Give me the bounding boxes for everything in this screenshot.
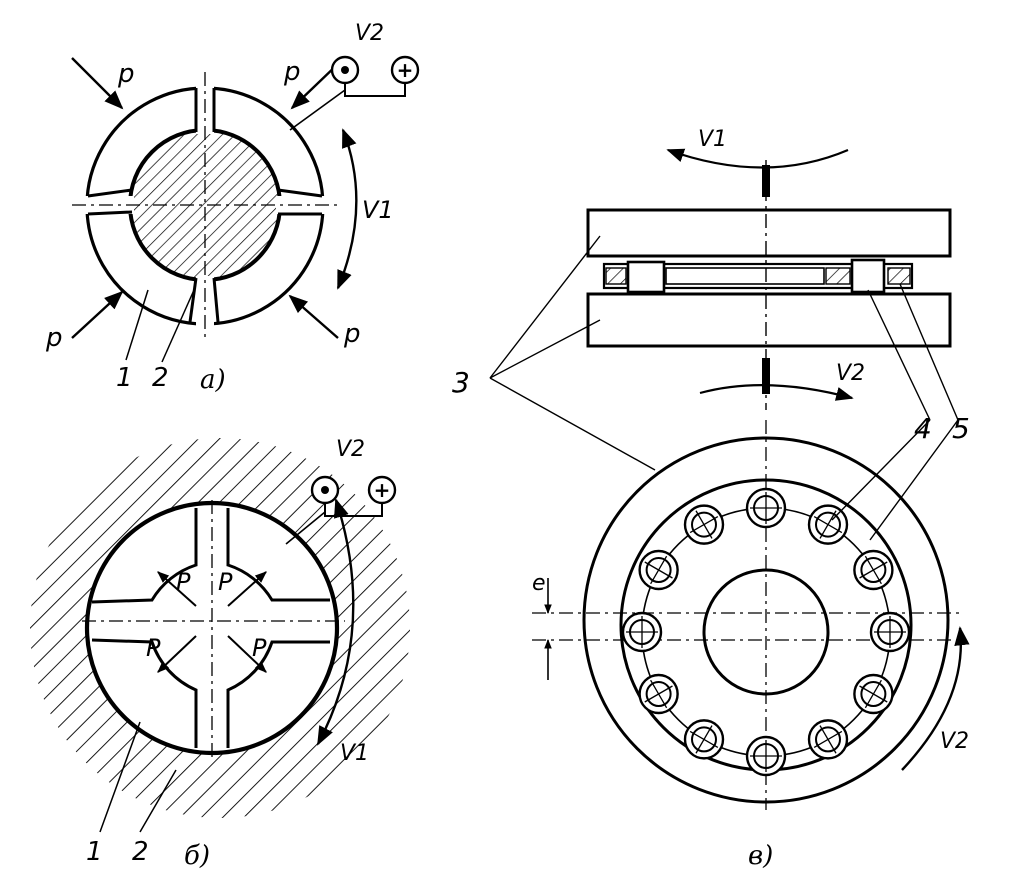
lower-lap-plate	[586, 292, 952, 348]
v1-label-a: V1	[362, 196, 394, 224]
pressure-label-a-tr: p	[283, 57, 301, 87]
workpiece-shaft-a	[128, 128, 282, 282]
caption-b: б)	[184, 841, 210, 871]
v2-label-a: V2	[355, 21, 384, 46]
workpiece	[853, 549, 894, 591]
v1-label-b: V1	[340, 741, 369, 766]
part-2-label-a: 2	[152, 363, 169, 393]
pressure-label-b-br: P	[252, 634, 267, 662]
workpiece	[683, 719, 725, 760]
part-2-label-b: 2	[132, 837, 149, 867]
workpiece	[683, 504, 725, 545]
caption-a: а)	[200, 365, 226, 395]
pressure-label-a-tl: p	[117, 59, 135, 89]
workpiece-ring	[621, 487, 911, 777]
pressure-label-a-bl: p	[45, 323, 63, 353]
part-5-label-c: 5	[952, 412, 970, 445]
workpiece	[853, 673, 894, 715]
part-3-label-c: 3	[452, 366, 470, 399]
workpiece	[869, 611, 911, 653]
part-1-label-b: 1	[86, 837, 103, 867]
v2-side-label-c: V2	[940, 729, 969, 754]
caption-c: в)	[748, 841, 773, 871]
figure-c: V1 V2 V2 3 4 5 e в)	[452, 127, 970, 871]
pressure-label-a-br: p	[343, 319, 361, 349]
pressure-label-b-bl: P	[146, 634, 161, 662]
workpiece	[807, 719, 849, 760]
part-4-label-c: 4	[914, 412, 932, 445]
part-1-label-a: 1	[116, 363, 133, 393]
workpiece	[638, 673, 679, 715]
workpiece	[638, 549, 679, 591]
pressure-label-b-tl: P	[176, 568, 191, 596]
figure-b: + P P P P V2 V1 1 2 б)	[30, 437, 410, 871]
v2-top-label-c: V2	[836, 361, 865, 386]
workpiece	[621, 611, 663, 653]
upper-lap-plate	[586, 208, 952, 258]
figure-a: + p p p p V2 V1 1 2 а)	[45, 21, 420, 395]
v1-label-c: V1	[698, 127, 727, 152]
plus-electrode-b: +	[374, 478, 391, 502]
v2-label-b: V2	[336, 437, 365, 462]
plus-electrode-a: +	[397, 58, 414, 82]
workpiece	[745, 487, 787, 529]
eccentricity-label-c: e	[532, 571, 546, 596]
pressure-label-b-tr: P	[218, 568, 233, 596]
workpiece	[745, 735, 787, 777]
